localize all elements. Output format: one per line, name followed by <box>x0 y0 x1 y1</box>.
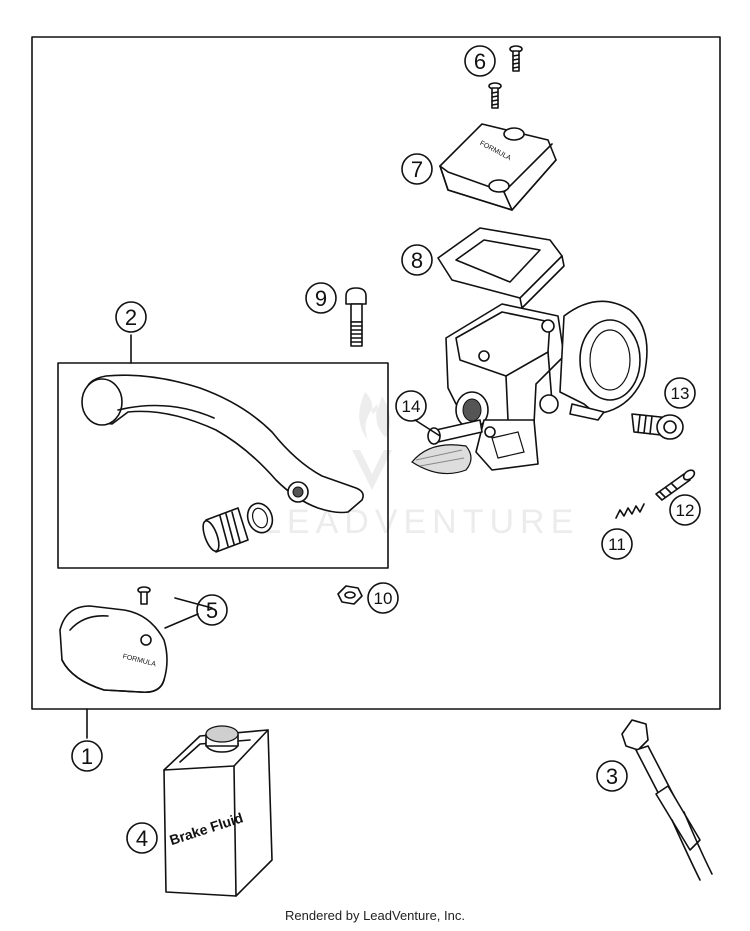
svg-text:6: 6 <box>474 49 486 74</box>
callout-9: 9 <box>305 282 337 314</box>
svg-text:1: 1 <box>81 744 93 769</box>
callout-12: 12 <box>669 494 701 526</box>
leadventure-watermark: LEADVENTURE <box>262 392 579 541</box>
svg-text:7: 7 <box>411 157 423 182</box>
callout-8: 8 <box>401 244 433 276</box>
callout-11: 11 <box>601 528 633 560</box>
svg-text:3: 3 <box>606 764 618 789</box>
callout-6: 6 <box>464 45 496 77</box>
leader-lines <box>86 419 441 739</box>
footer-credit: Rendered by LeadVenture, Inc. <box>285 908 465 923</box>
part-4-brake-fluid: Brake Fluid <box>163 725 273 897</box>
master-cylinder-body <box>445 300 648 471</box>
callout-13: 13 <box>664 377 696 409</box>
callout-5: 5 <box>196 594 228 626</box>
callout-3: 3 <box>596 760 628 792</box>
svg-text:11: 11 <box>608 535 626 554</box>
part-10-nut <box>337 585 363 605</box>
svg-text:12: 12 <box>676 501 695 520</box>
svg-text:4: 4 <box>136 826 148 851</box>
watermark-text: LEADVENTURE <box>262 503 579 541</box>
callout-4: 4 <box>126 822 158 854</box>
part-7-reservoir-cap: FORMULA <box>439 123 557 211</box>
part-3-brake-hose <box>621 719 713 881</box>
callout-2: 2 <box>115 301 147 333</box>
svg-text:2: 2 <box>125 305 137 330</box>
callout-10: 10 <box>367 582 399 614</box>
callout-7: 7 <box>401 153 433 185</box>
part-5-cover: FORMULA <box>59 586 168 694</box>
part-13-adjuster-screw <box>631 413 684 440</box>
part-2-lever-box <box>57 334 389 569</box>
svg-text:9: 9 <box>315 286 327 311</box>
part-9-bolt <box>345 287 367 347</box>
assembly-frame <box>31 36 721 710</box>
svg-text:8: 8 <box>411 248 423 273</box>
callout-14: 14 <box>395 390 427 422</box>
svg-text:5: 5 <box>206 598 218 623</box>
part-11-spring <box>615 503 645 519</box>
svg-text:10: 10 <box>374 589 393 608</box>
part-14-pushrod <box>411 419 483 475</box>
part-12-screw <box>655 469 696 501</box>
svg-text:13: 13 <box>671 384 690 403</box>
callout-1: 1 <box>71 740 103 772</box>
svg-text:14: 14 <box>402 397 421 416</box>
part-8-gasket <box>437 227 565 309</box>
part-6-screws <box>488 45 523 109</box>
